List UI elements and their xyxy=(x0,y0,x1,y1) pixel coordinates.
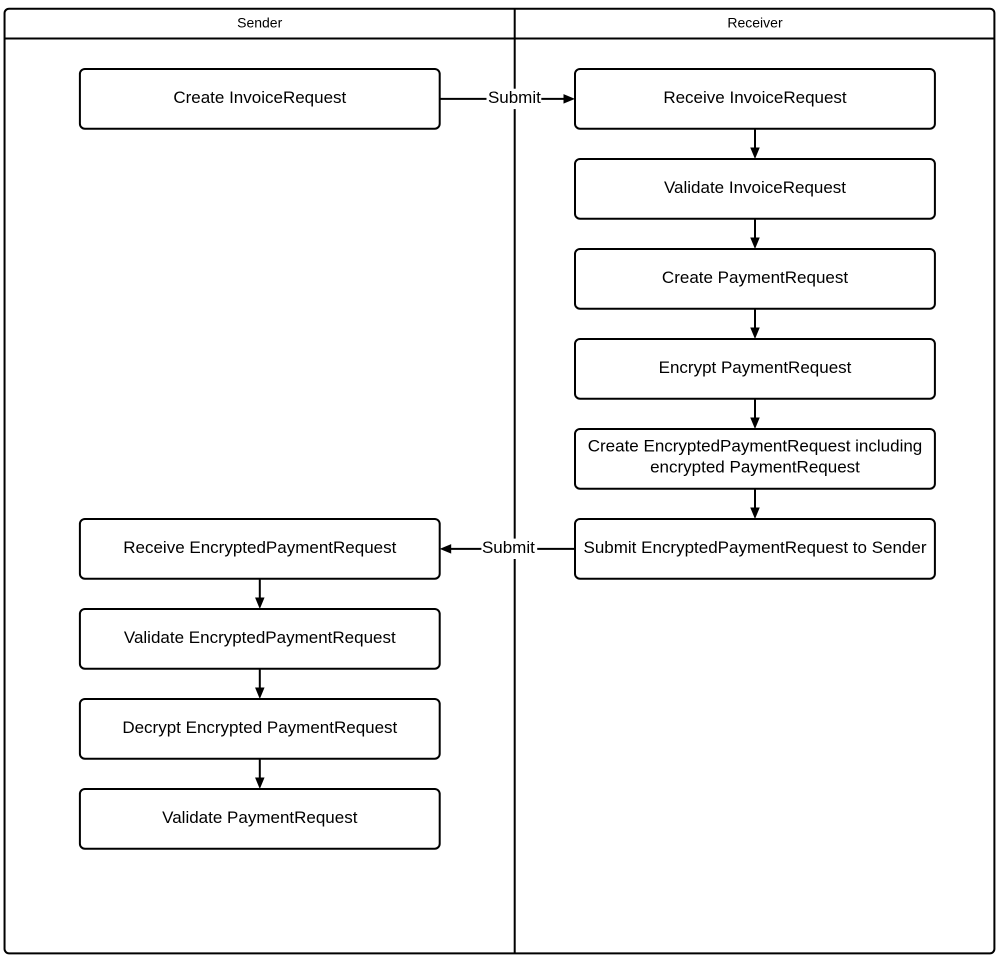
svg-text:Receive EncryptedPaymentReques: Receive EncryptedPaymentRequest xyxy=(123,538,396,557)
svg-text:Receive InvoiceRequest: Receive InvoiceRequest xyxy=(663,88,847,107)
svg-text:Sender: Sender xyxy=(237,14,282,30)
svg-text:Encrypt PaymentRequest: Encrypt PaymentRequest xyxy=(659,358,852,377)
svg-text:Submit EncryptedPaymentRequest: Submit EncryptedPaymentRequest to Sender xyxy=(583,538,926,557)
svg-text:Create InvoiceRequest: Create InvoiceRequest xyxy=(173,88,346,107)
svg-text:Create PaymentRequest: Create PaymentRequest xyxy=(662,268,848,287)
svg-text:Create EncryptedPaymentRequest: Create EncryptedPaymentRequest including xyxy=(588,437,923,456)
svg-text:Validate EncryptedPaymentReque: Validate EncryptedPaymentRequest xyxy=(124,628,396,647)
svg-text:Validate PaymentRequest: Validate PaymentRequest xyxy=(162,808,358,827)
svg-text:Submit: Submit xyxy=(488,88,541,107)
svg-text:Receiver: Receiver xyxy=(727,14,783,30)
svg-text:encrypted PaymentRequest: encrypted PaymentRequest xyxy=(650,457,860,476)
svg-text:Submit: Submit xyxy=(482,538,535,557)
svg-text:Validate InvoiceRequest: Validate InvoiceRequest xyxy=(664,178,846,197)
svg-text:Decrypt Encrypted PaymentReque: Decrypt Encrypted PaymentRequest xyxy=(122,718,397,737)
